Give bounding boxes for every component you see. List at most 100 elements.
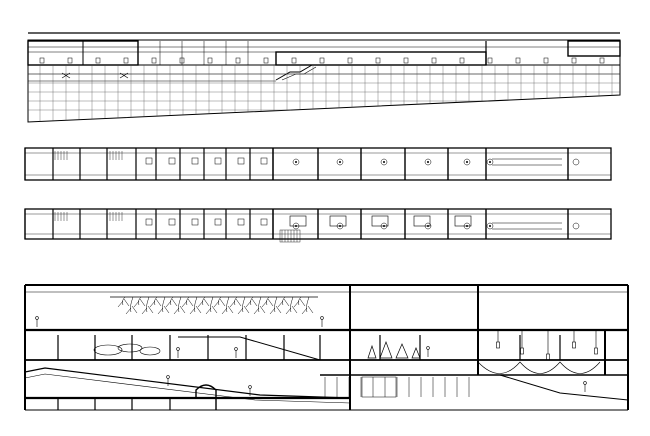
section-hanger-object (546, 353, 550, 361)
roof-bay-ticks (39, 41, 605, 65)
roof-skylight (543, 57, 549, 64)
plan-lower-pod (413, 215, 431, 227)
plan-upper-fixture (168, 157, 176, 165)
plan-upper-fixture (214, 157, 222, 165)
section-exhibit-clouds (93, 343, 161, 356)
plan-upper-column (292, 158, 300, 166)
plan-upper-column (463, 158, 471, 166)
plan-upper-column (380, 158, 388, 166)
section-tree-branch (173, 296, 186, 315)
roof-skylight (235, 57, 241, 64)
section-tree-branch (125, 296, 138, 315)
section-tree-branch (117, 296, 130, 308)
roof-skylight (403, 57, 409, 64)
plan-lower-rooms (24, 209, 274, 239)
section-figure-head (166, 375, 170, 379)
plan-upper-fixture (260, 157, 268, 165)
plan-lower-fixture (237, 218, 245, 226)
roof-skylight (431, 57, 437, 64)
section-tree-branch (285, 296, 298, 315)
section-figure-head (35, 316, 39, 320)
roof-skylight (347, 57, 353, 64)
section-figure-head (234, 347, 238, 351)
section-tree-branch (133, 296, 146, 308)
roof-skylight (67, 57, 73, 64)
section-glazing (324, 376, 470, 398)
plan-upper-rooms (24, 148, 274, 180)
roof-skylight (599, 57, 605, 64)
section-tree-branch (165, 296, 178, 308)
plan-upper-fixture (237, 157, 245, 165)
plan-upper-column (424, 158, 432, 166)
roof-x-marks (61, 72, 129, 79)
section-tree-branch (245, 296, 258, 308)
section-figure-head (248, 385, 252, 389)
section-tree-branch (261, 296, 274, 308)
plan-lower-fixture (168, 218, 176, 226)
section-swag-curves (477, 361, 601, 374)
section-figure-head (320, 316, 324, 320)
plan-upper-column-core (489, 161, 491, 163)
section-hanging-elements (496, 330, 598, 361)
plan-lower-column (572, 222, 580, 230)
section-arch (195, 384, 217, 410)
section-tree-branch (189, 296, 202, 315)
roof-skylight (319, 57, 325, 64)
section-tree-branch (213, 296, 226, 308)
plan-lower-column-core (489, 225, 491, 227)
long-section (24, 284, 629, 411)
section-ramp-1-underside (24, 373, 351, 404)
plan-upper-column (336, 158, 344, 166)
plan-lower-fixture (145, 218, 153, 226)
plan-lower-fixture (260, 218, 268, 226)
section-figure-head (176, 347, 180, 351)
section-exhibit-shards (367, 341, 421, 359)
section-tree-branch (269, 296, 282, 315)
section-hanger-object (520, 347, 524, 355)
roof-skylight (291, 57, 297, 64)
section-tree-branch (141, 296, 154, 315)
roof-ramp (275, 64, 313, 81)
plan-upper-column-core (295, 161, 297, 163)
plan-upper-column (486, 158, 494, 166)
roof-skylight (95, 57, 101, 64)
plan-upper-column-core (427, 161, 429, 163)
roof-plan (27, 32, 621, 123)
plan-lower-pod (454, 215, 472, 227)
section-tree-branch (253, 296, 266, 315)
roof-skylight (151, 57, 157, 64)
plan-upper-fixture (145, 157, 153, 165)
section-hanger-object (572, 341, 576, 349)
roof-skylight (207, 57, 213, 64)
section-hanger-object (594, 347, 598, 355)
section-tree-branch (237, 296, 250, 315)
roof-block-east (567, 40, 621, 57)
section-columns (57, 335, 561, 410)
section-ramp-2 (178, 336, 321, 361)
section-tree-branch (221, 296, 234, 315)
plan-upper-column-core (339, 161, 341, 163)
section-figure-head (583, 381, 587, 385)
roof-skylight (571, 57, 577, 64)
floor-plan-lower (24, 208, 612, 243)
plan-upper-fixture (191, 157, 199, 165)
section-tree-branch (293, 296, 306, 308)
roof-skylight (515, 57, 521, 64)
section-ramp-3 (499, 374, 629, 401)
section-tree-branch (181, 296, 194, 308)
plan-upper-column-core (383, 161, 385, 163)
section-ramp-1 (24, 367, 351, 399)
plan-upper-halls (272, 148, 580, 180)
section-hanger-object (496, 341, 500, 349)
section-tree-branch (197, 296, 210, 308)
floor-plan-upper (24, 147, 612, 181)
section-display-case (361, 376, 397, 398)
plan-lower-pod (289, 215, 307, 227)
plan-lower-stair (279, 229, 301, 243)
roof-skylight (375, 57, 381, 64)
plan-lower-pod (329, 215, 347, 227)
section-tree-canopy (117, 296, 314, 315)
roof-skylight (39, 57, 45, 64)
